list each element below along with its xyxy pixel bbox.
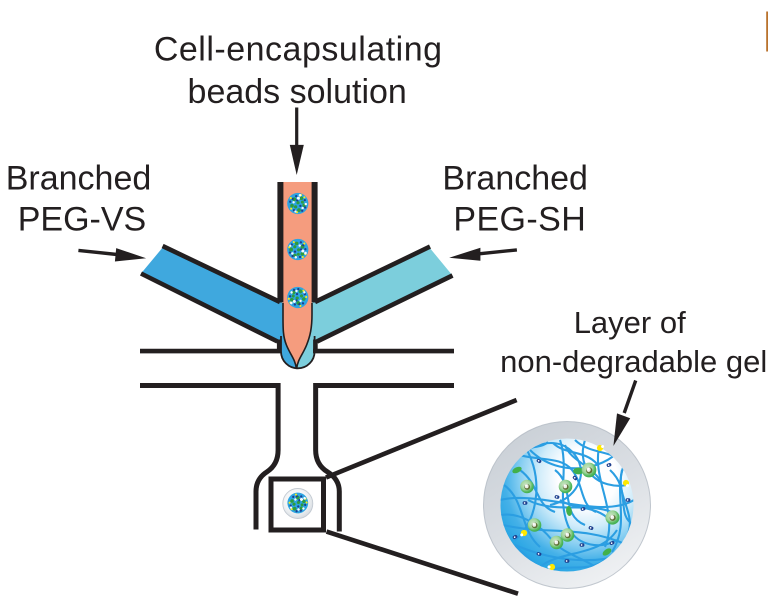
svg-text:beads solution: beads solution (188, 73, 407, 111)
svg-text:Branched: Branched (442, 160, 588, 198)
svg-text:Layer of: Layer of (574, 305, 686, 340)
svg-text:Cell-encapsulating: Cell-encapsulating (154, 30, 443, 68)
svg-text:PEG-VS: PEG-VS (18, 201, 146, 239)
svg-text:Branched: Branched (6, 160, 152, 198)
svg-text:non-degradable gel: non-degradable gel (500, 344, 767, 379)
svg-text:PEG-SH: PEG-SH (453, 201, 586, 239)
